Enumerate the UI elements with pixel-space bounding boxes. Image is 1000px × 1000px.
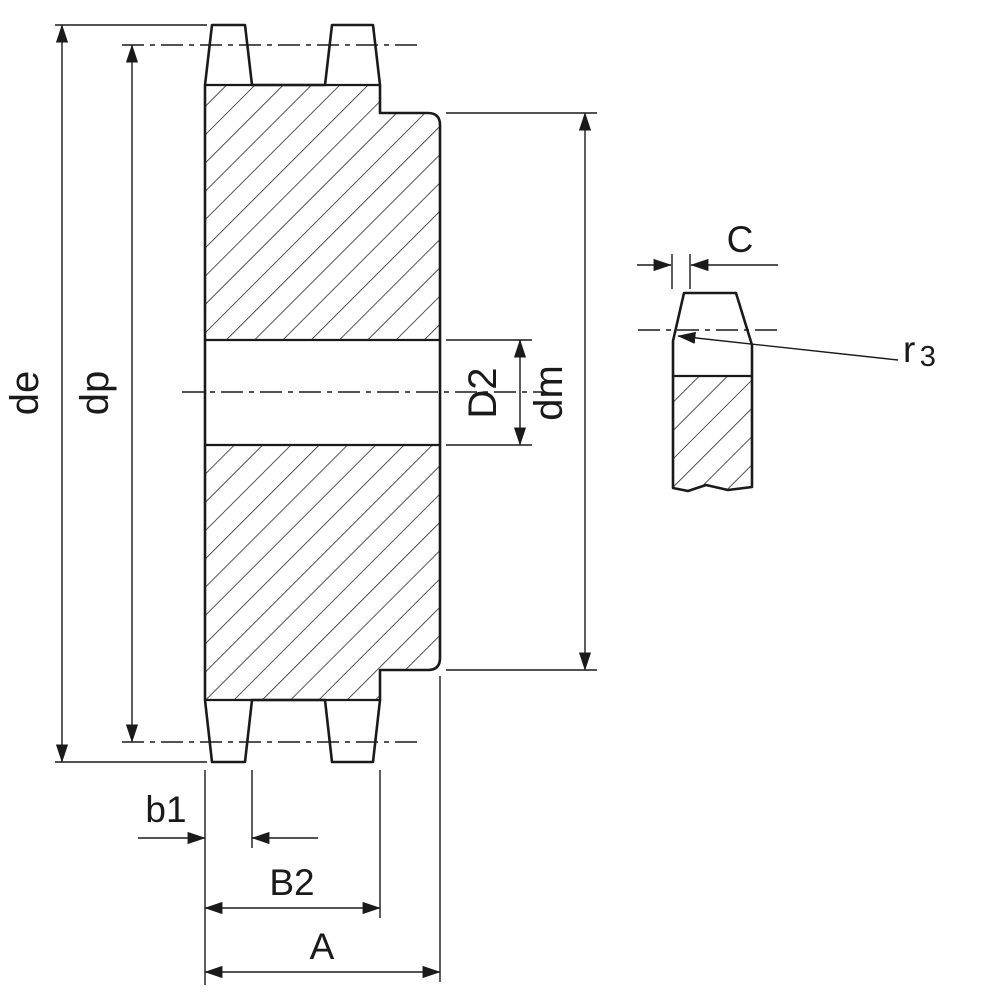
r3-label: r 3	[903, 329, 936, 373]
dm-label: dm	[527, 365, 571, 421]
dimension-dm: dm	[446, 112, 597, 671]
c-label: C	[727, 219, 754, 260]
dimension-c: C	[637, 219, 778, 289]
d2-label: D2	[461, 367, 505, 418]
hatch-upper-body	[205, 85, 440, 340]
detail-hatch	[673, 376, 752, 491]
a-label: A	[310, 926, 335, 967]
de-label: de	[3, 371, 47, 416]
b2-label: B2	[269, 862, 314, 903]
hatch-lower-body	[205, 445, 440, 700]
leader-r3: r 3	[677, 329, 936, 373]
dp-label: dp	[73, 371, 117, 416]
dimension-d2: D2	[446, 339, 532, 446]
r3-label-symbol: r	[903, 329, 915, 370]
r3-label-subscript: 3	[920, 341, 936, 373]
b1-label: b1	[145, 789, 186, 830]
dimension-b1: b1	[138, 770, 318, 985]
detail-tooth-outline	[671, 291, 754, 493]
main-view: de dp dm D2 b1	[3, 23, 597, 985]
dimension-de: de	[3, 24, 207, 763]
detail-view: C r 3	[637, 219, 936, 493]
sprocket-outline	[203, 23, 442, 764]
r3-leader-line	[677, 331, 899, 361]
dimension-a: A	[204, 676, 441, 982]
dimension-dp: dp	[73, 44, 139, 743]
dimension-b2: B2	[204, 770, 381, 918]
